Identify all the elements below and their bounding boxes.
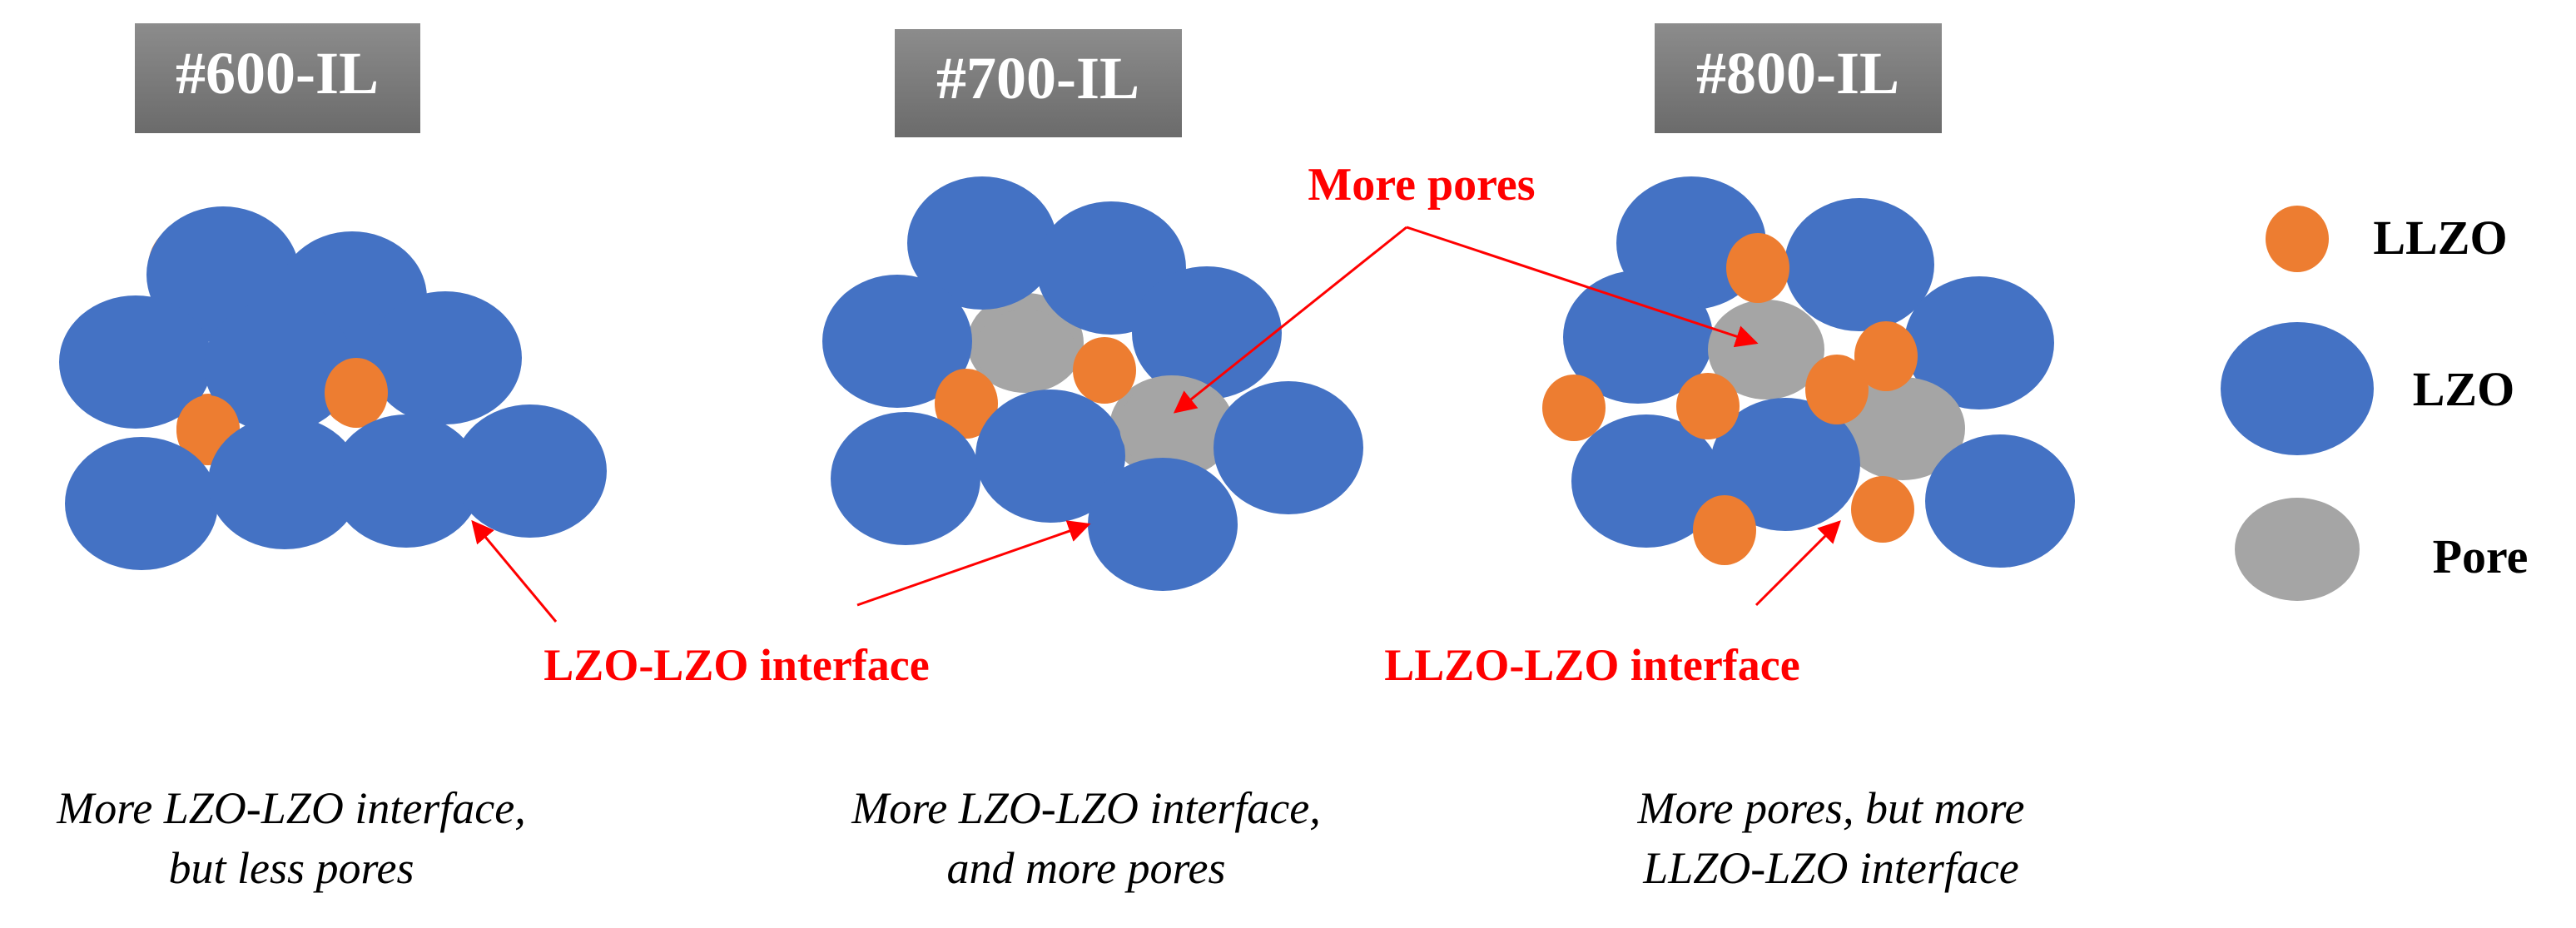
lzo-particle <box>1925 434 2075 568</box>
more-pores-label: More pores <box>1308 159 1535 211</box>
panel-label-600-text: #600-IL <box>176 40 379 107</box>
lzo-particle <box>1904 276 2054 409</box>
lzo-particle <box>454 404 607 538</box>
lzo-particle <box>831 412 980 545</box>
legend-llzo-swatch <box>2266 206 2329 272</box>
lzo-particle <box>822 275 972 408</box>
annotation-more-pores: More pores <box>1173 159 1759 414</box>
legend-lzo-label: LZO <box>2413 362 2515 416</box>
lzo-particle <box>1563 270 1713 404</box>
lzo-particle <box>331 414 481 548</box>
lzo-lzo-arrow-left <box>471 519 558 623</box>
caption-800-line-2: LLZO-LZO interface <box>1643 843 2019 893</box>
llzo-particle <box>1693 495 1756 565</box>
lzo-particle <box>975 390 1125 523</box>
lzo-particle <box>907 176 1057 310</box>
lzo-particle <box>369 291 522 424</box>
llzo-particle <box>1851 476 1914 543</box>
llzo-particle <box>1542 375 1606 441</box>
caption-700-line-1: More LZO-LZO interface, <box>851 783 1321 833</box>
lzo-particle <box>1132 266 1282 399</box>
cluster-800 <box>1542 176 2075 568</box>
annotation-llzo-lzo-interface: LLZO-LZO interface <box>1384 520 1841 690</box>
llzo-lzo-interface-label: LLZO-LZO interface <box>1384 640 1799 690</box>
panel-label-700-text: #700-IL <box>936 45 1139 112</box>
llzo-particle <box>1854 321 1918 391</box>
caption-600: More LZO-LZO interface, but less pores <box>0 778 583 898</box>
lzo-particle <box>59 295 212 429</box>
legend: LLZO LZO Pore <box>2221 206 2528 601</box>
panel-label-600: #600-IL <box>135 23 420 133</box>
caption-800-line-1: More pores, but more <box>1637 783 2025 833</box>
llzo-particle <box>325 358 388 428</box>
cluster-600 <box>59 206 607 570</box>
caption-700: More LZO-LZO interface, and more pores <box>795 778 1377 898</box>
lzo-lzo-arrow-right <box>856 520 1091 607</box>
lzo-particle <box>204 300 354 433</box>
caption-600-line-1: More LZO-LZO interface, <box>57 783 526 833</box>
llzo-particle <box>935 369 998 439</box>
lzo-particle <box>1571 414 1721 548</box>
lzo-particle <box>65 437 218 570</box>
caption-700-line-2: and more pores <box>946 843 1226 893</box>
lzo-particle <box>1088 458 1238 591</box>
llzo-particle <box>1805 355 1869 424</box>
lzo-particle <box>1214 381 1363 514</box>
lzo-particle <box>1784 198 1934 331</box>
pore <box>1119 380 1228 473</box>
lzo-particle <box>1710 398 1860 531</box>
legend-pore-swatch <box>2235 498 2360 601</box>
more-pores-arrow-right <box>1406 226 1759 348</box>
lzo-particle <box>208 416 361 549</box>
cluster-700 <box>822 176 1363 591</box>
pore <box>975 310 1075 390</box>
caption-800: More pores, but more LLZO-LZO interface <box>1540 778 2122 898</box>
annotation-lzo-lzo-interface: LZO-LZO interface <box>471 519 1091 690</box>
panel-label-700: #700-IL <box>895 29 1182 137</box>
legend-pore-label: Pore <box>2433 529 2529 583</box>
caption-600-line-2: but less pores <box>168 843 414 893</box>
llzo-particle <box>1073 337 1136 404</box>
pore <box>1708 300 1824 399</box>
legend-lzo-swatch <box>2221 322 2374 455</box>
llzo-particle <box>1676 373 1740 439</box>
panel-label-800-text: #800-IL <box>1696 40 1899 107</box>
lzo-lzo-interface-label: LZO-LZO interface <box>543 640 929 690</box>
legend-llzo-label: LLZO <box>2373 211 2507 265</box>
panel-label-800: #800-IL <box>1655 23 1942 133</box>
llzo-particle <box>1726 233 1789 303</box>
llzo-lzo-arrow <box>1755 520 1841 607</box>
more-pores-arrow-left <box>1173 226 1407 414</box>
pore <box>1840 377 1965 480</box>
